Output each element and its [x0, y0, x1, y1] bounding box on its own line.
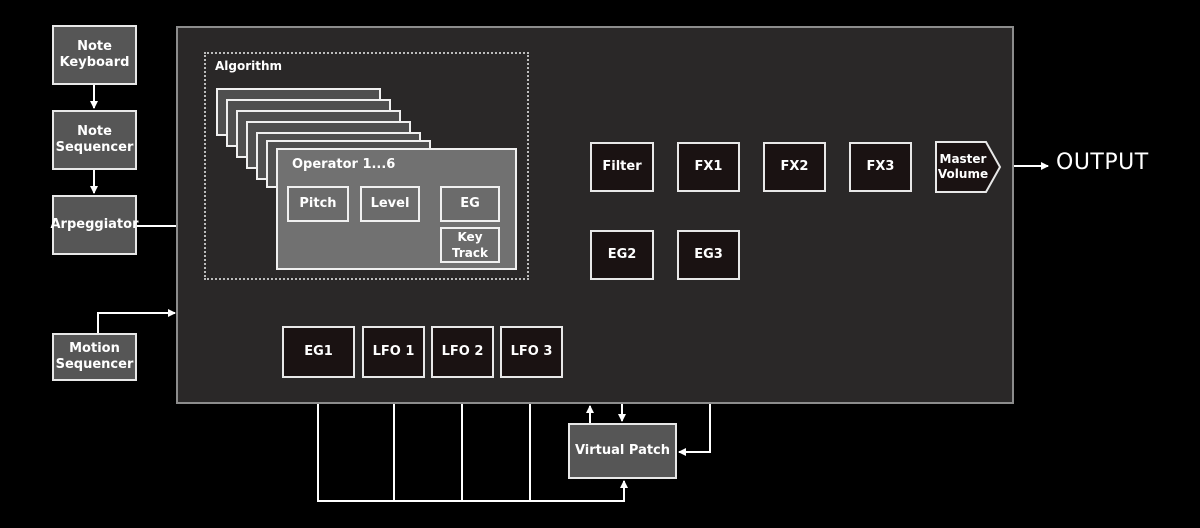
lfo1-box: LFO 1	[362, 326, 425, 378]
motion-sequencer-box: Motion Sequencer	[52, 333, 137, 381]
algorithm-label: Algorithm	[215, 59, 283, 73]
output-label: OUTPUT	[1056, 150, 1149, 175]
eg1-box: EG1	[282, 326, 355, 378]
fx2-box: FX2	[763, 142, 826, 192]
key-track-box: Key Track	[440, 227, 500, 263]
operator-title: Operator 1...6	[292, 157, 396, 172]
eg3-box: EG3	[677, 230, 740, 280]
algorithm-frame	[204, 52, 529, 280]
wire-15	[317, 378, 628, 502]
wire-3	[97, 309, 176, 333]
eg2-box: EG2	[590, 230, 654, 280]
virtual-patch-box: Virtual Patch	[568, 423, 677, 479]
fx3-box: FX3	[849, 142, 912, 192]
filter-box: Filter	[590, 142, 654, 192]
arpeggiator-box: Arpeggiator	[51, 195, 139, 255]
master-volume-label: Master Volume	[937, 152, 989, 181]
master-volume-shape	[935, 141, 1002, 193]
level-box: Level	[360, 186, 420, 222]
fx1-box: FX1	[677, 142, 740, 192]
lfo2-box: LFO 2	[431, 326, 494, 378]
note-keyboard-box: Note Keyboard	[52, 25, 137, 85]
note-sequencer-box: Note Sequencer	[52, 110, 137, 170]
pitch-box: Pitch	[287, 186, 349, 222]
operator-eg-box: EG	[440, 186, 500, 222]
lfo3-box: LFO 3	[500, 326, 563, 378]
